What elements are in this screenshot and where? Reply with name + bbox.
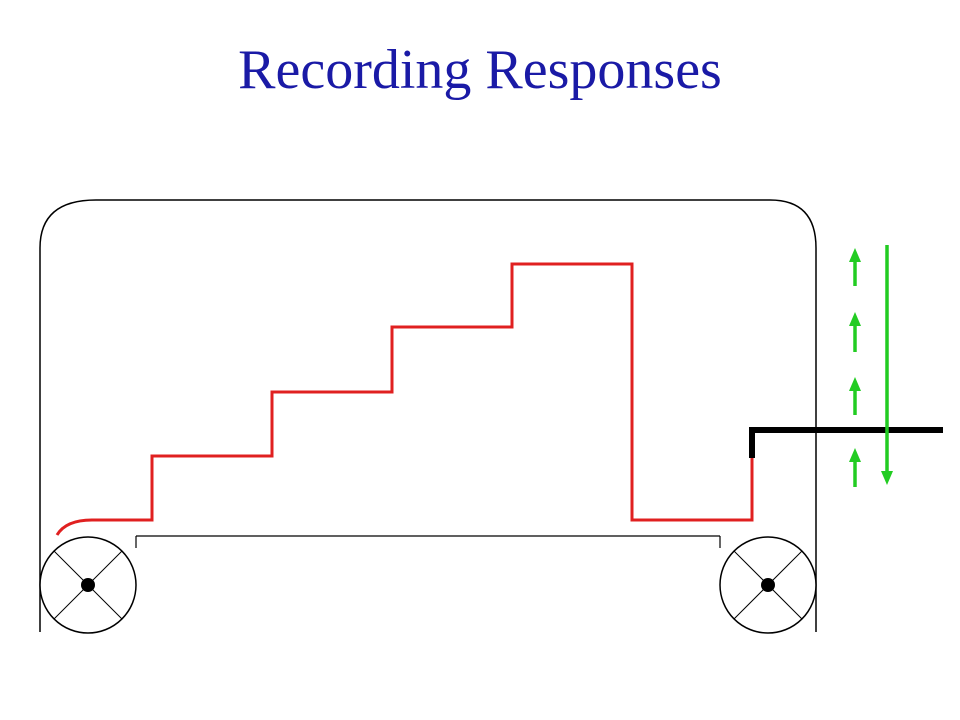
arrow-up-icon-head	[849, 377, 861, 391]
paper-loop-outline	[39, 199, 817, 632]
arrow-up-icon-head	[849, 448, 861, 462]
arrow-down-icon-head	[881, 471, 893, 485]
pen-arm	[749, 427, 943, 458]
roller-icon	[719, 536, 817, 634]
slide-title: Recording Responses	[238, 39, 722, 101]
arrow-up-icon-head	[849, 312, 861, 326]
right-roller-axle	[761, 578, 775, 592]
arrow-up-icon	[849, 312, 861, 352]
direction-arrows	[849, 245, 893, 487]
left-roller-axle	[81, 578, 95, 592]
arrow-down-icon	[881, 245, 893, 485]
cumulative-record-line	[55, 262, 754, 536]
arrow-up-icon	[849, 448, 861, 487]
arrow-up-icon	[849, 248, 861, 286]
arrow-up-icon	[849, 377, 861, 415]
arrow-up-icon-head	[849, 248, 861, 262]
roller-icon	[39, 536, 137, 634]
